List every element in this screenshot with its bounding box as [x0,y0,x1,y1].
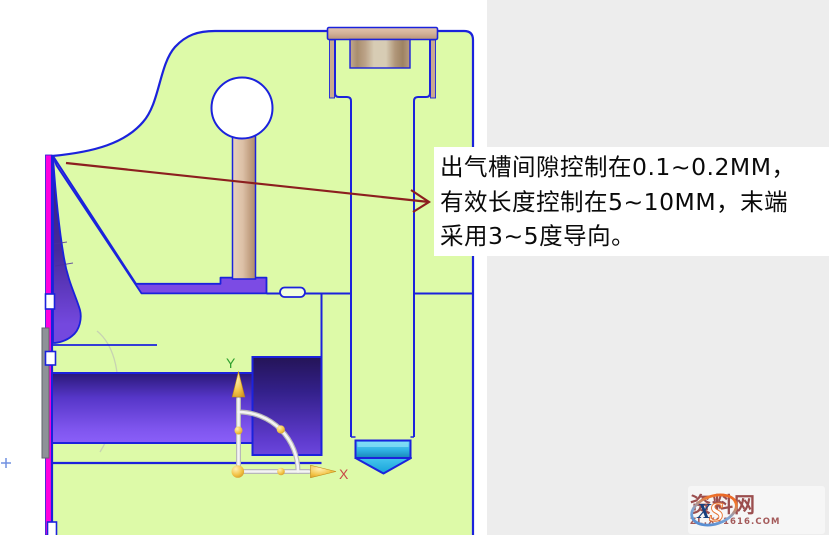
watermark-logo-icon: X S [690,493,738,527]
core-cylinder [51,372,254,444]
ejector-pin [231,129,257,280]
counterbore-wall-left [329,39,335,99]
origin-handle [231,465,245,478]
view-marker-plus [1,458,11,468]
watermark-site-url: ZL.XS1616.COM [690,516,781,527]
side-core-wedge [52,156,82,344]
bolt-bore-left-edge [334,40,352,437]
x-axis-label: X [339,466,349,482]
bolt-bore-right-edge [413,40,431,437]
wedge-segment-lines [53,241,74,267]
bolt-tip-cone [354,457,412,475]
vent-slot [279,286,306,298]
coordinate-triad: Y X [226,355,349,482]
gray-edge-strip [41,327,50,459]
watermark-logo-s: S [709,497,724,527]
top-clamp-plate [326,26,439,41]
y-axis-handle [234,426,243,435]
edge-notch-upper [44,293,56,310]
y-axis-label: Y [226,355,236,371]
y-axis-arrowhead [231,371,246,398]
leader-arrow-line [65,161,430,204]
mold-body-outline [50,29,475,535]
callout-text-line-1: 出气槽间隙控制在0.1~0.2MM， [440,153,796,181]
right-gray-panel [487,0,829,535]
callout-box: 出气槽间隙控制在0.1~0.2MM， 有效长度控制在5~10MM，末端 采用3~… [434,147,829,256]
arc-handle [276,425,285,434]
counterbore-wall-right [430,39,436,99]
bolt-tip-highlight [357,442,409,447]
leader-arrowhead [410,189,432,213]
x-axis-handle [277,467,285,476]
watermark: X S 资料网 ZL.XS1616.COM [688,486,825,534]
watermark-swoosh [690,493,738,527]
bolt-head [349,38,411,69]
callout-text-line-3: 采用3~5度导向。 [440,222,636,250]
watermark-logo-x: X [696,499,712,523]
pin-clearance-hole [210,76,274,140]
edge-notch-bottom [46,521,58,535]
callout-text-line-2: 有效长度控制在5~10MM，末端 [440,187,789,216]
x-axis-arrowhead [310,464,337,479]
edge-notch-middle [44,350,57,366]
